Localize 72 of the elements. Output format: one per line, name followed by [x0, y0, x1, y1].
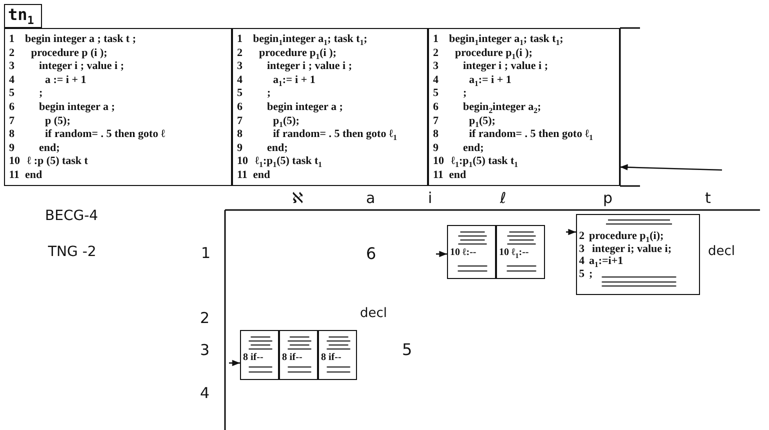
code-line: 7 p (5); — [9, 114, 72, 128]
column-header: a — [366, 189, 376, 207]
code-line: 10 ℓ$_{1}$:p$_{1}$(5) task t$_{1}$ — [433, 155, 519, 169]
cell-text: 8 if-- — [321, 352, 342, 363]
row-number: 3 — [200, 341, 210, 359]
code-line: 4 a := i + 1 — [9, 74, 88, 88]
row-number: 2 — [200, 309, 210, 327]
table-cell — [447, 225, 496, 279]
code-line: 8 if random= . 5 then goto ℓ — [9, 128, 166, 142]
code-line: 8 if random= . 5 then goto ℓ$_{1}$ — [237, 128, 398, 142]
code-line: 9 end; — [9, 142, 61, 156]
code-line: 6 begin integer a ; — [237, 100, 344, 115]
arrow — [566, 228, 576, 236]
code-line: 5 ; — [237, 87, 272, 101]
code-line: 3 integer i ; value i ; — [237, 60, 354, 74]
arrow — [620, 164, 722, 171]
code-line: 4 a$_{1}$:= i + 1 — [237, 74, 316, 88]
table-cell — [496, 225, 545, 279]
handwritten-note: BECG-4 — [45, 208, 98, 224]
cell-text: 10 ℓ:-- — [450, 247, 476, 258]
code-panel — [232, 28, 428, 186]
code-line: 7 p$_{1}$(5); — [433, 114, 496, 128]
code-line: 3 integer i ; value i ; — [9, 60, 126, 74]
code-line: 3 integer i ; value i ; — [433, 60, 550, 74]
code-line: 9 end; — [237, 142, 289, 156]
code-panel — [428, 28, 620, 186]
column-header: ℓ — [500, 189, 506, 207]
code-line: 10 ℓ :p (5) task t — [9, 155, 89, 169]
cell-value: 6 — [366, 244, 376, 263]
code-line: 2 procedure p$_{1}$(i ); — [433, 46, 534, 60]
code-line: 5 ; — [9, 87, 44, 101]
code-line: 4 a$_{1}$:= i + 1 — [433, 74, 512, 88]
column-header: t — [705, 189, 711, 207]
cell-value: 5 — [402, 340, 412, 359]
code-line: 11 end — [433, 168, 468, 183]
column-header: ℵ — [292, 189, 304, 207]
title-box: tn$_{1}$ — [4, 4, 42, 28]
code-line: 10 ℓ$_{1}$:p$_{1}$(5) task t$_{1}$ — [237, 155, 323, 169]
arrow — [229, 360, 240, 366]
code-line: 5 ; — [433, 87, 468, 101]
cell-value: decl — [360, 306, 388, 321]
code-line: 6 begin$_{2}$integer a$_{2}$; — [433, 100, 542, 115]
code-line: 9 end; — [433, 142, 485, 156]
code-panel — [4, 28, 232, 186]
code-line: 1 begin$_{1}$integer a$_{1}$; task t$_{1}$; — [237, 33, 368, 47]
code-line: 1 begin$_{1}$integer a$_{1}$; task t$_{1}$; — [433, 33, 564, 47]
code-line: 2 procedure p$_{1}$(i ); — [237, 46, 338, 60]
code-line: 4 a$_{1}$:=i+1 — [579, 255, 624, 268]
code-line: 2 procedure p$_{1}$(i); — [579, 230, 665, 242]
table-cell — [318, 330, 357, 380]
column-header: p — [603, 189, 613, 207]
row-number: 4 — [200, 384, 210, 402]
code-line: 1 begin integer a ; task t ; — [9, 33, 138, 47]
procedure-box — [576, 214, 700, 295]
cell-text: 8 if-- — [243, 352, 264, 363]
table-cell — [240, 330, 279, 380]
cell-text: 8 if-- — [282, 352, 302, 363]
code-line: 8 if random= . 5 then goto ℓ$_{1}$ — [433, 128, 594, 142]
code-line: 11 end — [237, 168, 272, 183]
code-line: 5 ; — [579, 268, 594, 280]
handwritten-note: TNG -2 — [48, 244, 96, 260]
code-line: 7 p$_{1}$(5); — [237, 114, 300, 128]
cell-value: decl — [708, 244, 736, 259]
code-line: 2 procedure p (i ); — [9, 46, 108, 60]
arrow — [436, 250, 447, 258]
row-number: 1 — [201, 244, 211, 262]
table-cell — [279, 330, 318, 380]
code-line: 3 integer i; value i; — [579, 242, 673, 255]
column-header: i — [428, 189, 432, 207]
code-line: 6 begin integer a ; — [9, 100, 116, 115]
code-line: 11 end — [9, 168, 44, 183]
cell-text: 10 ℓ$_{1}$:-- — [499, 247, 529, 258]
